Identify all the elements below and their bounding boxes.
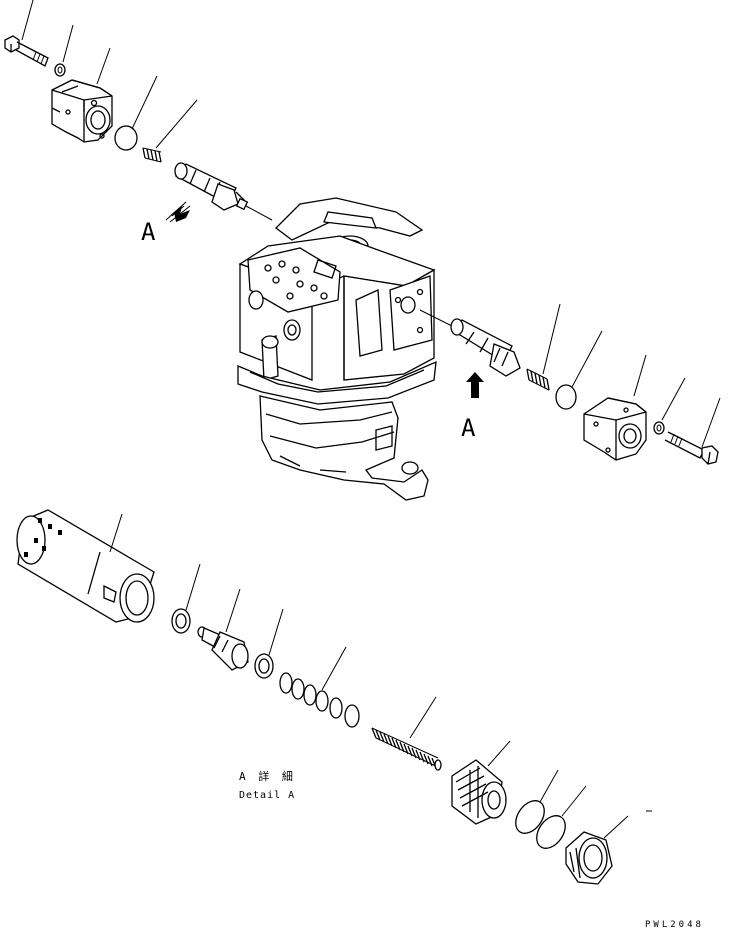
leader-washer-upper bbox=[62, 24, 74, 63]
plug-detail bbox=[451, 759, 507, 825]
washer-upper-left bbox=[54, 63, 66, 77]
ring-detail-2 bbox=[254, 653, 274, 679]
leader-spool bbox=[225, 588, 241, 633]
bolt-right bbox=[664, 431, 719, 465]
drawing-number: PWL2048 bbox=[645, 920, 704, 930]
leader-bolt-upper bbox=[21, 0, 34, 41]
leader-ring-1 bbox=[185, 563, 201, 611]
leader-oring-detail-2 bbox=[561, 785, 587, 817]
view-label-a-lower: A bbox=[461, 414, 476, 442]
view-label-a-upper: A bbox=[141, 218, 156, 246]
leader-oring-detail-1 bbox=[539, 769, 559, 803]
spring-stack-detail bbox=[279, 672, 360, 728]
spool-upper bbox=[174, 162, 249, 211]
leader-oring-right bbox=[571, 330, 603, 388]
view-arrow-upper bbox=[165, 201, 191, 223]
leader-long-spring bbox=[409, 696, 437, 739]
o-ring-upper-left bbox=[114, 125, 138, 151]
leader-spring-right bbox=[542, 303, 561, 375]
leader-spring-upper bbox=[155, 99, 198, 149]
nut-detail bbox=[565, 831, 613, 885]
detail-title-jp: A 詳 細 bbox=[239, 769, 296, 783]
spring-small-right bbox=[526, 368, 550, 391]
leader-oring-upper bbox=[131, 75, 158, 130]
ring-detail-1 bbox=[171, 608, 191, 634]
bolt-upper-left bbox=[4, 35, 49, 67]
leader-bolt-right bbox=[701, 397, 721, 448]
o-ring-detail-1 bbox=[515, 800, 545, 834]
leader-sleeve bbox=[109, 513, 123, 553]
spool-detail bbox=[197, 626, 249, 671]
flange-upper-left bbox=[51, 79, 113, 143]
flange-right bbox=[583, 397, 647, 461]
flow-line-upper bbox=[245, 205, 273, 221]
view-arrow-lower bbox=[466, 372, 484, 398]
sleeve-detail bbox=[16, 509, 155, 623]
leader-spring-stack bbox=[321, 646, 347, 691]
leader-plug bbox=[487, 740, 511, 767]
leader-flange-upper bbox=[96, 47, 111, 85]
washer-right bbox=[653, 421, 665, 435]
leader-flange-right bbox=[633, 354, 647, 397]
spool-right bbox=[450, 318, 521, 377]
o-ring-detail-2 bbox=[536, 815, 566, 849]
leader-ring-2 bbox=[268, 608, 284, 656]
flow-line-right bbox=[419, 309, 453, 327]
leader-washer-right bbox=[661, 377, 686, 421]
detail-title-en: Detail A bbox=[239, 790, 295, 801]
leader-nut bbox=[603, 815, 629, 839]
spring-small-upper bbox=[142, 147, 162, 163]
o-ring-right bbox=[555, 384, 577, 410]
valve-body bbox=[237, 197, 437, 501]
long-spring-detail bbox=[371, 727, 442, 771]
